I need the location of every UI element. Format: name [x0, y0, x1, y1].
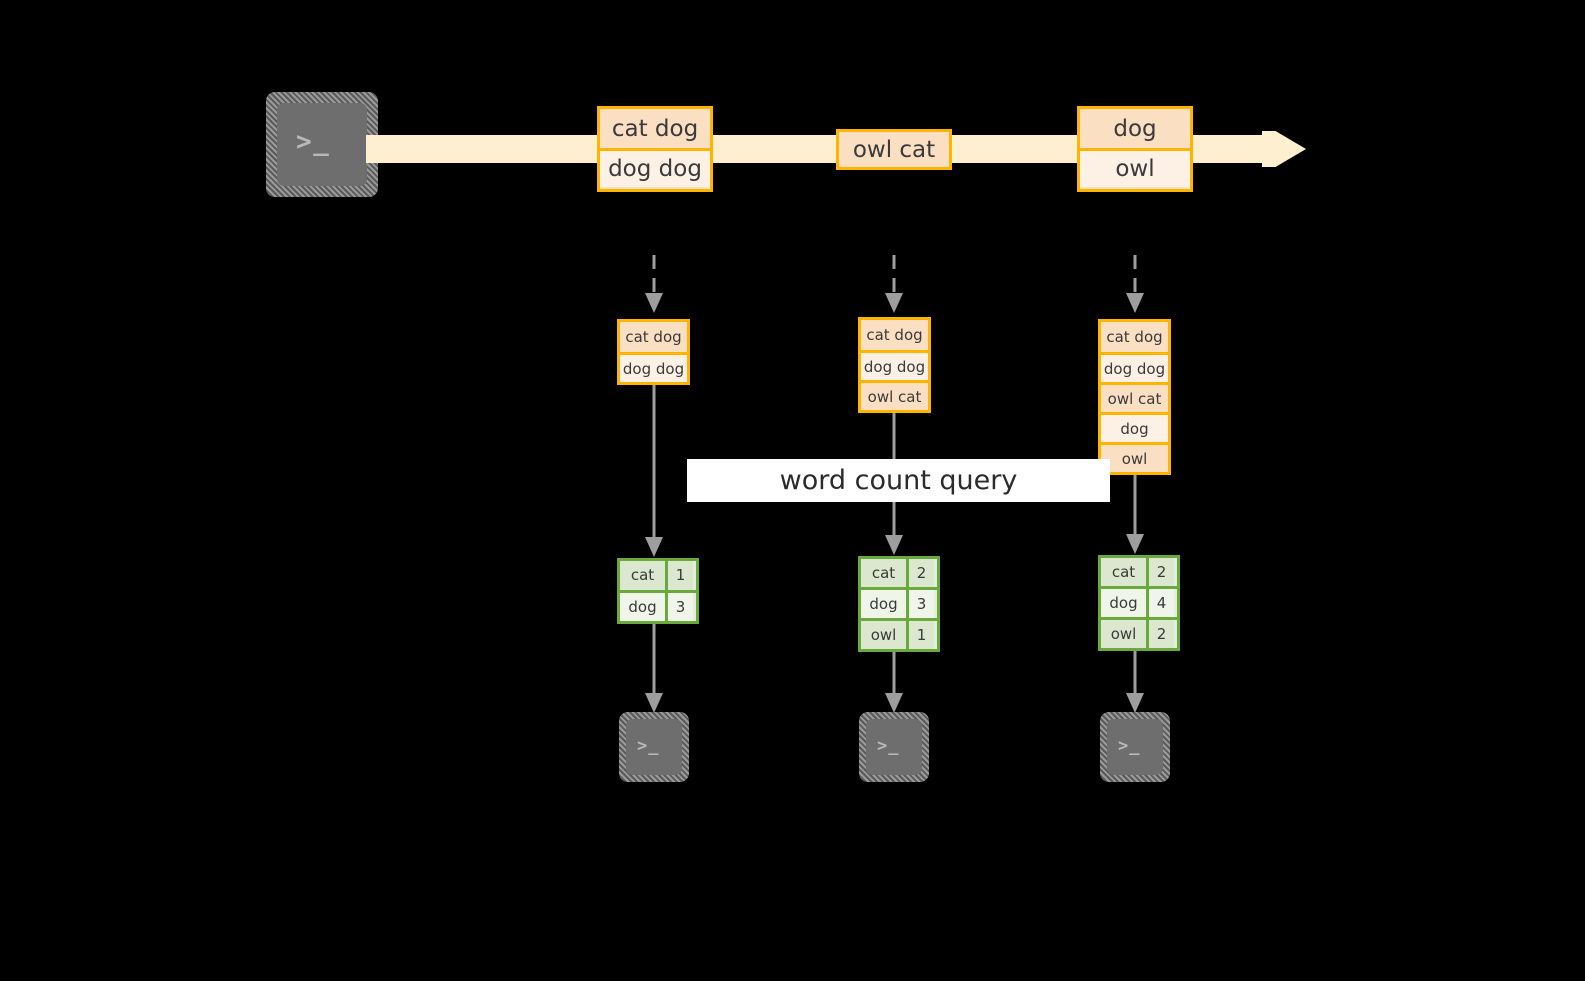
stream-record-line: dog [1080, 109, 1190, 148]
result-word: cat [620, 561, 665, 590]
sink-terminal-icon-1[interactable]: >_ [619, 712, 689, 782]
table-row: cat 2 [1101, 558, 1177, 586]
table-row: owl 2 [1101, 617, 1177, 648]
result-table-column-1[interactable]: cat 1 dog 3 [617, 558, 699, 624]
connector-sink-3 [1124, 651, 1146, 716]
buffer-line: cat dog [620, 322, 687, 352]
result-count: 4 [1146, 589, 1174, 617]
buffer-column-2[interactable]: cat dog dog dog owl cat [858, 317, 931, 413]
terminal-prompt-glyph: >_ [296, 127, 331, 157]
table-row: dog 3 [620, 589, 696, 621]
result-count: 1 [906, 621, 934, 649]
table-row: cat 1 [620, 561, 696, 590]
result-word: dog [620, 592, 665, 621]
table-row: cat 2 [861, 559, 937, 587]
connector-dashed-2 [883, 255, 905, 317]
result-word: owl [1101, 620, 1146, 648]
stream-record-2[interactable]: owl cat [836, 129, 952, 170]
buffer-line: dog dog [620, 352, 687, 382]
stream-record-line: owl [1080, 148, 1190, 187]
connector-dashed-3 [1124, 255, 1146, 317]
table-row: owl 1 [861, 618, 937, 649]
result-table-column-2[interactable]: cat 2 dog 3 owl 1 [858, 556, 940, 652]
terminal-face [866, 719, 922, 775]
stream-record-line: owl cat [839, 132, 949, 167]
result-count: 3 [665, 592, 693, 621]
result-count: 2 [1146, 558, 1174, 586]
buffer-line: cat dog [1101, 322, 1168, 352]
connector-sink-2 [883, 652, 905, 716]
buffer-column-3[interactable]: cat dog dog dog owl cat dog owl [1098, 319, 1171, 475]
buffer-line: owl [1101, 442, 1168, 472]
terminal-face [277, 103, 367, 186]
stream-record-line: cat dog [600, 109, 710, 148]
source-terminal-icon[interactable]: >_ [266, 92, 378, 197]
terminal-prompt-glyph: >_ [637, 736, 660, 756]
stream-record-3[interactable]: dog owl [1077, 106, 1193, 192]
result-word: cat [1101, 558, 1146, 586]
result-table-column-3[interactable]: cat 2 dog 4 owl 2 [1098, 555, 1180, 651]
buffer-line: owl cat [861, 380, 928, 410]
stream-record-1[interactable]: cat dog dog dog [597, 106, 713, 192]
terminal-face [626, 719, 682, 775]
table-row: dog 3 [861, 587, 937, 618]
result-count: 2 [906, 559, 934, 587]
terminal-face [1107, 719, 1163, 775]
result-word: dog [1101, 589, 1146, 617]
buffer-line: dog dog [1101, 352, 1168, 382]
result-word: owl [861, 621, 906, 649]
stream-record-line: dog dog [600, 148, 710, 187]
sink-terminal-icon-3[interactable]: >_ [1100, 712, 1170, 782]
buffer-column-1[interactable]: cat dog dog dog [617, 319, 690, 385]
buffer-line: dog dog [861, 350, 928, 380]
result-count: 1 [665, 561, 693, 590]
result-word: dog [861, 590, 906, 618]
connector-dashed-1 [643, 255, 665, 317]
connector-query-1 [643, 385, 665, 560]
buffer-line: owl cat [1101, 382, 1168, 412]
buffer-line: dog [1101, 412, 1168, 442]
buffer-line: cat dog [861, 320, 928, 350]
connector-query-3 [1124, 475, 1146, 557]
result-count: 3 [906, 590, 934, 618]
query-label-text: word count query [779, 465, 1018, 496]
sink-terminal-icon-2[interactable]: >_ [859, 712, 929, 782]
table-row: dog 4 [1101, 586, 1177, 617]
query-label-band: word count query [687, 459, 1110, 502]
result-word: cat [861, 559, 906, 587]
connector-sink-1 [643, 624, 665, 716]
terminal-prompt-glyph: >_ [1118, 736, 1141, 756]
terminal-prompt-glyph: >_ [877, 736, 900, 756]
result-count: 2 [1146, 620, 1174, 648]
